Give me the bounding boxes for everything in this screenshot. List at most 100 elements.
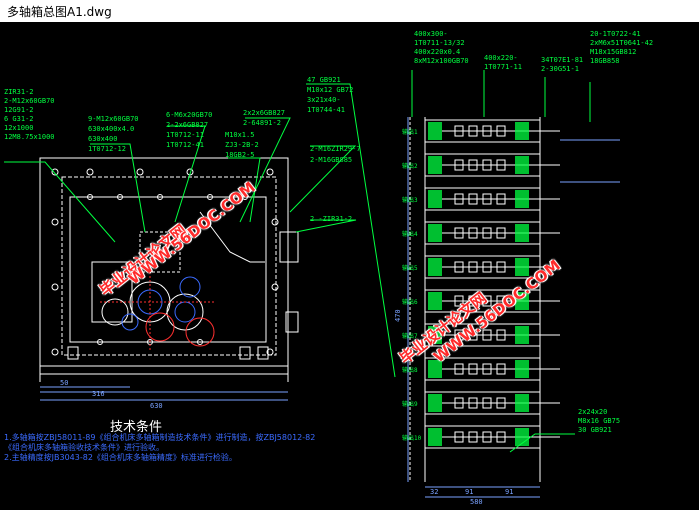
- hatch-block: [428, 122, 442, 140]
- rdim-91b: 91: [505, 488, 513, 496]
- label-h3: 3ⅹ21ⅹ40-: [307, 96, 341, 104]
- label-c3: 1T0712-11: [166, 131, 204, 139]
- label-top1-4: 8ⅹM12ⅹ100GB70: [414, 57, 469, 65]
- bearing: [468, 329, 478, 341]
- left-view: [39, 157, 299, 382]
- row-label: 输出6: [402, 298, 418, 306]
- row-label: 输出9: [402, 400, 418, 408]
- label-group-d: 2ⅹ2ⅹ6GB827 2-64891-2: [243, 108, 285, 128]
- dim-630: 630: [150, 402, 163, 410]
- tech-title: 技术条件: [110, 420, 163, 435]
- label-f2: 2-M16GB885: [310, 156, 353, 164]
- label-e2: ZJ3-2B-2: [225, 141, 259, 149]
- hatch-block: [515, 224, 529, 242]
- bearing: [496, 227, 506, 239]
- row-label: 输出2: [402, 162, 418, 170]
- label-bottom: 2ⅹ24ⅹ20 M8ⅹ16 GB75 30 GB921: [578, 408, 620, 435]
- label-top4-4: 18GB858: [590, 57, 620, 65]
- label-bottom-2: M8ⅹ16 GB75: [578, 417, 621, 425]
- label-bottom-1: 2ⅹ24ⅹ20: [578, 408, 608, 416]
- label-g: 2 -ZIR31-2: [310, 215, 353, 223]
- tech-line-1: 1.多轴箱按ZBJ58011-89《组合机床多轴箱制造技术条件》进行制造，按ZB…: [4, 433, 316, 442]
- dim-50: 50: [60, 379, 68, 387]
- hatch-block: [515, 428, 529, 446]
- label-c4: 1T0712-41: [166, 141, 204, 149]
- label-top1-3: 400ⅹ220ⅹ0.4: [414, 48, 461, 56]
- bearing: [454, 397, 464, 409]
- bearing: [468, 193, 478, 205]
- label-e1: M10ⅹ1.5: [225, 131, 255, 139]
- label-group-e: M10ⅹ1.5 ZJ3-2B-2 18GB2-5: [225, 130, 259, 160]
- label-d1: 2ⅹ2ⅹ6GB827: [243, 109, 285, 117]
- bearing: [454, 261, 464, 273]
- hatch-block: [428, 224, 442, 242]
- label-top3: 34T07E1-81 2-30G51-1: [541, 56, 583, 74]
- hatch-block: [428, 394, 442, 412]
- label-top3-2: 2-30G51-1: [541, 65, 579, 73]
- label-top4: 20-1T0722-41 2ⅹM6ⅹ51T0641-42 M18ⅹ15GB812…: [590, 30, 653, 66]
- bearing: [468, 125, 478, 137]
- bearing: [468, 295, 478, 307]
- label-b4: 1T0712-12: [88, 145, 126, 153]
- bearing: [496, 159, 506, 171]
- right-leaders: [411, 70, 591, 453]
- bearing: [482, 261, 492, 273]
- bearing: [468, 397, 478, 409]
- hatch-block: [428, 258, 442, 276]
- rdim-91a: 91: [465, 488, 473, 496]
- bearing: [468, 261, 478, 273]
- cad-drawing[interactable]: 50 316 630 32 91 91 580 470: [0, 22, 699, 506]
- label-b1: 9-M12ⅹ60GB70: [88, 115, 139, 123]
- hatch-block: [515, 326, 529, 344]
- label-h1: 47 GB921: [307, 76, 341, 84]
- rdim-580: 580: [470, 498, 483, 506]
- label-a3: 12G91-2: [4, 106, 34, 114]
- row-label: 输出3: [402, 196, 418, 204]
- label-h2: M10ⅹ12 GB72: [307, 86, 354, 94]
- hatch-block: [428, 360, 442, 378]
- label-group-b: 9-M12ⅹ60GB70 630ⅹ400ⅹ4.0 630ⅹ400 1T0712-…: [88, 114, 139, 154]
- row-label: 输出7: [402, 332, 418, 340]
- bearing: [454, 227, 464, 239]
- label-f1: 2-M16ZIR29-7: [310, 145, 361, 153]
- label-a2: 2-M12ⅹ60GB70: [4, 97, 55, 105]
- bearing: [468, 431, 478, 443]
- label-a6: 12M8.75ⅹ1000: [4, 133, 55, 141]
- left-dims: [40, 386, 288, 401]
- drawing-canvas[interactable]: 50 316 630 32 91 91 580 470: [0, 22, 699, 506]
- bearing: [496, 193, 506, 205]
- bearing: [496, 329, 506, 341]
- bearing: [454, 431, 464, 443]
- hatch-block: [515, 122, 529, 140]
- bearing: [496, 295, 506, 307]
- label-top4-1: 20-1T0722-41: [590, 30, 641, 38]
- label-group-c: 6-M6ⅹ20GB70 2-2ⅹ6GB827 1T0712-11 1T0712-…: [166, 110, 212, 150]
- hatch-block: [428, 190, 442, 208]
- hatch-block: [515, 394, 529, 412]
- bearing: [482, 431, 492, 443]
- rdim-32: 32: [430, 488, 438, 496]
- bearing: [468, 363, 478, 375]
- row-label: 输出10: [402, 434, 422, 442]
- label-top2-1: 400ⅹ220-: [484, 54, 518, 62]
- window-titlebar: 多轴箱总图A1.dwg: [0, 0, 699, 23]
- row-label: 输出8: [402, 366, 418, 374]
- label-top2: 400ⅹ220- 1T0771-11: [484, 54, 522, 72]
- hatch-block: [428, 156, 442, 174]
- tech-line-2: 《组合机床多轴箱验收技术条件》进行验收。: [4, 443, 164, 452]
- bearing: [482, 227, 492, 239]
- label-top4-2: 2ⅹM6ⅹ51T0641-42: [590, 39, 654, 47]
- dim-316: 316: [92, 390, 105, 398]
- bearing: [468, 227, 478, 239]
- label-e3: 18GB2-5: [225, 151, 255, 159]
- bearing: [482, 295, 492, 307]
- label-top1-2: 1T0711-13/32: [414, 39, 465, 47]
- bearing: [496, 431, 506, 443]
- hatch-block: [428, 428, 442, 446]
- label-c2: 2-2ⅹ6GB827: [166, 121, 209, 129]
- right-dims: [407, 117, 620, 498]
- hatch-block: [515, 258, 529, 276]
- bearing: [482, 363, 492, 375]
- hatch-block: [515, 190, 529, 208]
